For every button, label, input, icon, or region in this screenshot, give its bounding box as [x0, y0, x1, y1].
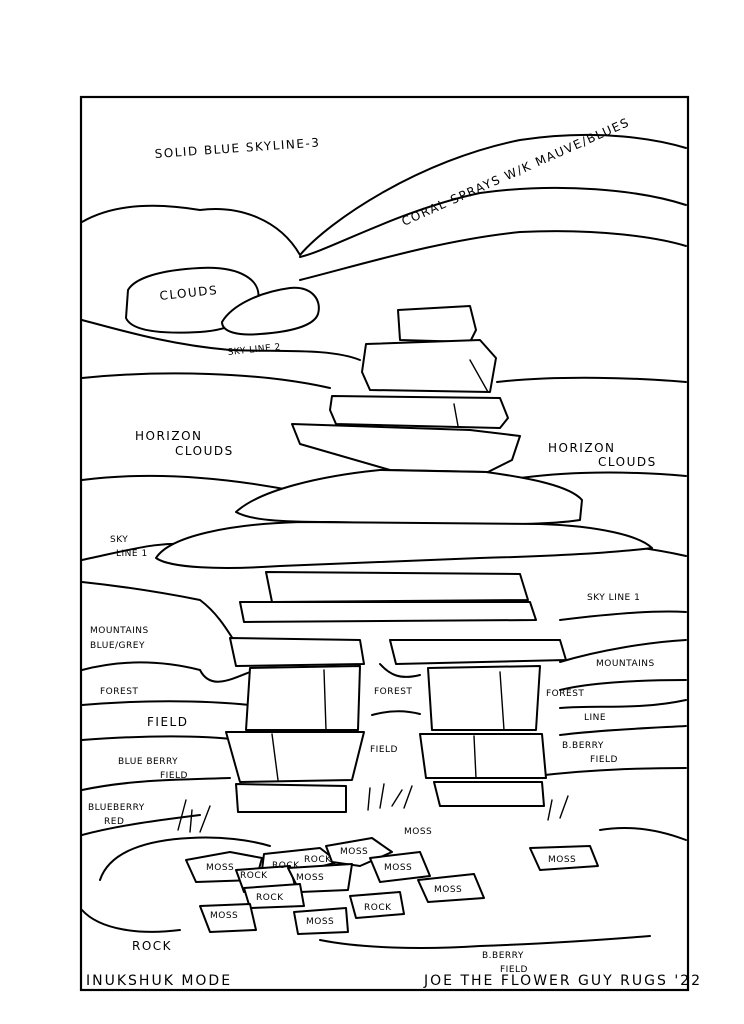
- label-skyline-2: SKY LINE 2: [227, 342, 281, 358]
- label-moss-2: MOSS: [340, 847, 368, 857]
- label-horizon-left-2: CLOUDS: [175, 444, 234, 458]
- grass-tufts: [177, 783, 569, 833]
- label-moss-6: MOSS: [548, 855, 576, 865]
- sky-lines: [81, 133, 687, 389]
- label-bberry-right-1: B.BERRY: [562, 741, 604, 751]
- label-rock-1: ROCK: [240, 871, 268, 881]
- label-sky-solid: SOLID BLUE SKYLINE-3: [154, 135, 321, 161]
- label-clouds: CLOUDS: [159, 283, 219, 303]
- label-moss-3: MOSS: [296, 873, 324, 883]
- label-skyline1-a: SKY: [110, 535, 128, 545]
- footer: INUKSHUK MODE JOE THE FLOWER GUY RUGS '2…: [86, 973, 702, 989]
- label-field-left: FIELD: [147, 715, 188, 729]
- label-blueberry-red-2: RED: [104, 817, 124, 827]
- label-mountains-right: MOUNTAINS: [596, 659, 655, 669]
- ground-rocks: [81, 836, 651, 949]
- label-rock-5: ROCK: [272, 861, 300, 871]
- label-skyline1-b: LINE 1: [116, 549, 148, 559]
- label-horizon-right-1: HORIZON: [548, 441, 616, 455]
- label-moss-1: MOSS: [206, 863, 234, 873]
- label-horizon-left-1: HORIZON: [135, 429, 203, 443]
- label-moss-7: MOSS: [210, 911, 238, 921]
- footer-credit: JOE THE FLOWER GUY RUGS '22: [423, 973, 702, 989]
- label-rock-4: ROCK: [364, 903, 392, 913]
- label-bberry-right-2: FIELD: [590, 755, 618, 765]
- label-mountains-left-1: MOUNTAINS: [90, 626, 149, 636]
- label-forest-right: FOREST: [546, 689, 584, 699]
- label-bberry-bottom-2: FIELD: [500, 965, 528, 975]
- label-line-right: LINE: [584, 713, 606, 723]
- label-rock-2: ROCK: [304, 855, 332, 865]
- cloud-shapes: [125, 266, 320, 336]
- label-blueberry-field-2: FIELD: [160, 771, 188, 781]
- label-moss-9: MOSS: [404, 827, 432, 837]
- footer-title: INUKSHUK MODE: [86, 973, 232, 989]
- inukshuk: [155, 305, 653, 813]
- label-blueberry-field-1: BLUE BERRY: [118, 757, 178, 767]
- label-field-center: FIELD: [370, 745, 398, 755]
- label-forest-center: FOREST: [374, 687, 412, 697]
- label-moss-4: MOSS: [384, 863, 412, 873]
- label-blueberry-red-1: BLUEBERRY: [88, 803, 145, 813]
- label-rock-3: ROCK: [256, 893, 284, 903]
- label-mountains-left-2: BLUE/GREY: [90, 641, 145, 651]
- page-border: [79, 95, 690, 992]
- label-forest-left: FOREST: [100, 687, 138, 697]
- label-bberry-bottom-1: B.BERRY: [482, 951, 524, 961]
- label-moss-8: MOSS: [306, 917, 334, 927]
- label-coral: CORAL SPRAYS W/K MAUVE/BLUES: [400, 115, 632, 229]
- label-horizon-right-2: CLOUDS: [598, 455, 657, 469]
- label-moss-5: MOSS: [434, 885, 462, 895]
- label-rock-bottom: ROCK: [132, 939, 172, 953]
- label-skyline-right: SKY LINE 1: [587, 593, 640, 603]
